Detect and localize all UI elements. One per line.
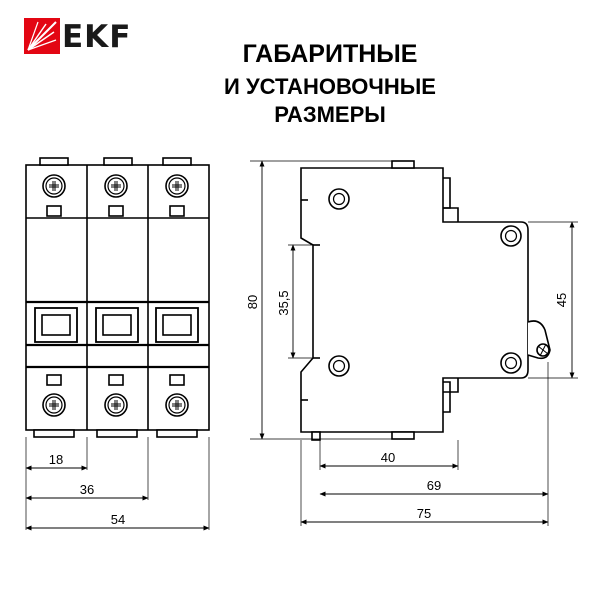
breaker-body-outline xyxy=(25,164,210,431)
mount-screw-icon xyxy=(500,225,522,247)
dim-label-18: 18 xyxy=(49,452,63,467)
title-line-3: РАЗМЕРЫ xyxy=(274,102,386,127)
front-view xyxy=(25,157,210,530)
handle-pole-1 xyxy=(34,307,78,343)
brand-name: EKF xyxy=(62,19,132,55)
dim-label-80: 80 xyxy=(245,295,260,309)
mount-screw-icon xyxy=(328,355,350,377)
terminal-screw-icon xyxy=(42,393,66,417)
handle-pole-2 xyxy=(95,307,139,343)
side-profile-outline xyxy=(300,167,529,433)
terminal-screw-icon xyxy=(42,174,66,198)
terminal-screw-icon xyxy=(165,393,189,417)
dim-label-75: 75 xyxy=(417,506,431,521)
side-view xyxy=(250,160,578,526)
title-line-2: И УСТАНОВОЧНЫЕ xyxy=(224,74,436,99)
mount-screw-icon xyxy=(328,188,350,210)
ekf-logo xyxy=(24,18,144,58)
dim-label-69: 69 xyxy=(427,478,441,493)
title-line-1: ГАБАРИТНЫЕ xyxy=(242,40,418,68)
terminal-screw-icon xyxy=(104,174,128,198)
dim-label-54: 54 xyxy=(111,512,125,527)
logo-mark-icon xyxy=(24,18,60,54)
terminal-screw-icon xyxy=(165,174,189,198)
handle-pole-3 xyxy=(155,307,199,343)
terminal-screw-icon xyxy=(104,393,128,417)
dim-label-36: 36 xyxy=(80,482,94,497)
dim-label-40: 40 xyxy=(381,450,395,465)
mount-screw-icon xyxy=(500,352,522,374)
dim-label-45: 45 xyxy=(554,293,569,307)
dim-label-35-5: 35,5 xyxy=(276,290,291,315)
